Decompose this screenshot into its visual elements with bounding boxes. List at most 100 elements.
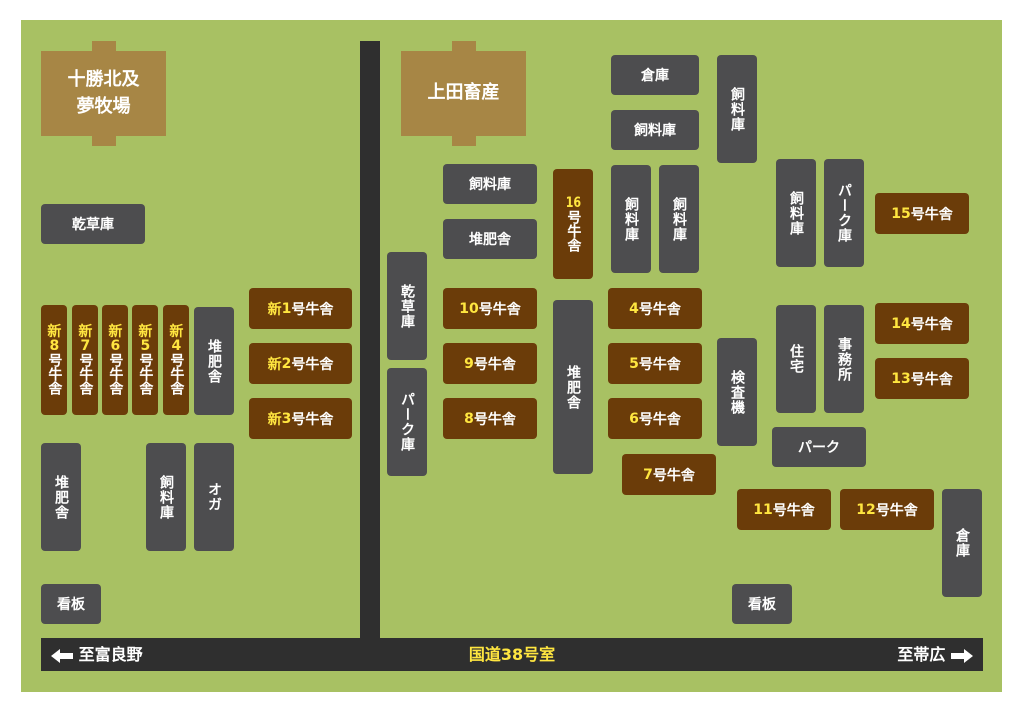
barn-new-8-prefix: 新	[47, 325, 62, 339]
park-storage-1-label: パーク庫	[399, 392, 415, 452]
barn-new-4-prefix: 新	[169, 325, 184, 339]
farm-sign-ueda: 上田畜産	[401, 41, 526, 146]
barn-7-suffix: 号牛舎	[652, 467, 695, 484]
barn-new-1-suffix: 号牛舎	[291, 301, 334, 318]
barn-new-8-number: 8	[49, 339, 60, 353]
barn-6-suffix: 号牛舎	[638, 411, 681, 428]
barn-10-suffix: 号牛舎	[478, 301, 521, 318]
barn-11-number: 11	[753, 501, 773, 518]
farm-name-ueda: 上田畜産	[427, 82, 500, 104]
barn-9-number: 9	[464, 355, 474, 372]
arrow-left-icon	[51, 648, 73, 663]
feed-storage-right-2: 飼料庫	[611, 110, 699, 150]
hay-storage-left: 乾草庫	[41, 204, 145, 244]
compost-shed-right-2: 堆肥舎	[553, 300, 593, 474]
barn-15-suffix: 号牛舎	[910, 206, 953, 223]
oga-shed-label: オガ	[206, 482, 222, 512]
barn-10-number: 10	[459, 300, 479, 317]
farm-sign-tokachi: 十勝北及 夢牧場	[41, 41, 166, 146]
feed-storage-vertical-3: 飼料庫	[717, 55, 757, 163]
feed-storage-right-1-label: 飼料庫	[469, 177, 511, 193]
barn-new-6-number: 6	[110, 339, 121, 353]
barn-new-5-prefix: 新	[138, 325, 153, 339]
barn-14-suffix: 号牛舎	[910, 316, 953, 333]
barn-new-5-suffix: 号牛舎	[137, 353, 154, 395]
warehouse-2: 倉庫	[942, 489, 982, 597]
compost-shed-left-2: 堆肥舎	[41, 443, 81, 551]
road-name: 国道38号室	[41, 638, 983, 671]
feed-storage-vertical-2-label: 飼料庫	[671, 196, 687, 242]
feed-storage-vertical-2: 飼料庫	[659, 165, 699, 273]
barn-new-4-suffix: 号牛舎	[168, 353, 185, 395]
office: 事務所	[824, 305, 864, 413]
feed-storage-vertical-3-label: 飼料庫	[729, 86, 745, 132]
barn-new-2-prefix: 新	[267, 356, 282, 373]
feed-storage-vertical-1-label: 飼料庫	[623, 196, 639, 242]
road-name-label: 国道38号室	[468, 645, 556, 664]
barn-13-number: 13	[891, 370, 911, 387]
barn-16-suffix: 号牛舎	[565, 210, 582, 252]
direction-furano: 至富良野	[51, 638, 143, 671]
park-storage-2-label: パーク庫	[836, 183, 852, 243]
inspection-machine: 検査機	[717, 338, 757, 446]
park-storage-2: パーク庫	[824, 159, 864, 267]
barn-8-suffix: 号牛舎	[473, 411, 516, 428]
barn-14-number: 14	[891, 315, 911, 332]
barn-new-3-suffix: 号牛舎	[291, 411, 334, 428]
feed-storage-vertical-1: 飼料庫	[611, 165, 651, 273]
barn-new-7-number: 7	[80, 339, 91, 353]
direction-obihiro-label: 至帯広	[897, 645, 946, 664]
barn-6-number: 6	[629, 410, 639, 427]
feed-storage-right-2-label: 飼料庫	[634, 123, 676, 139]
park-3: パーク	[772, 427, 866, 467]
office-label: 事務所	[836, 336, 852, 382]
compost-shed-left-1: 堆肥舎	[194, 307, 234, 415]
warehouse-1-label: 倉庫	[641, 68, 669, 84]
barn-9-suffix: 号牛舎	[473, 356, 516, 373]
barn-12-suffix: 号牛舎	[875, 502, 918, 519]
barn-new-6-suffix: 号牛舎	[107, 353, 124, 395]
arrow-right-icon	[951, 648, 973, 663]
sign-board-right-label: 看板	[748, 597, 776, 613]
barn-7-number: 7	[643, 466, 653, 483]
compost-shed-right-1: 堆肥舎	[443, 219, 537, 259]
barn-new-5-number: 5	[140, 339, 151, 353]
barn-12-number: 12	[856, 501, 876, 518]
national-route-38: 国道38号室 至富良野 至帯広	[41, 638, 983, 671]
feed-storage-left: 飼料庫	[146, 443, 186, 551]
feed-storage-vertical-4-label: 飼料庫	[788, 190, 804, 236]
feed-storage-left-label: 飼料庫	[158, 474, 174, 520]
direction-furano-label: 至富良野	[78, 645, 143, 664]
feed-storage-vertical-4: 飼料庫	[776, 159, 816, 267]
feed-storage-right-1: 飼料庫	[443, 164, 537, 204]
compost-shed-right-2-label: 堆肥舎	[565, 364, 581, 410]
park-storage-1: パーク庫	[387, 368, 427, 476]
barn-16-number: 16	[565, 196, 582, 210]
direction-obihiro: 至帯広	[897, 638, 973, 671]
barn-5-number: 5	[629, 355, 639, 372]
barn-new-6-prefix: 新	[108, 325, 123, 339]
residence-label: 住宅	[788, 344, 804, 374]
barn-new-4-number: 4	[171, 339, 182, 353]
warehouse-2-label: 倉庫	[954, 528, 970, 558]
